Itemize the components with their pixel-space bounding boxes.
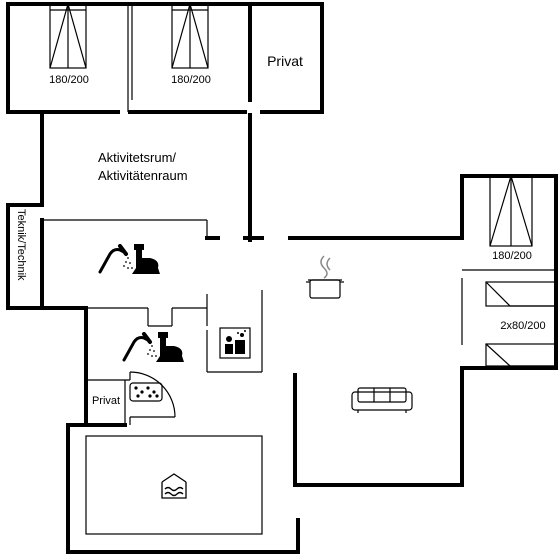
shower-icon-2	[122, 332, 157, 362]
privat-small-label: Privat	[92, 395, 120, 407]
spa-bath-icon	[129, 382, 163, 402]
bunk-bed-label: 2x80/200	[500, 320, 545, 332]
bed-2-label: 180/200	[171, 74, 211, 86]
bunk-bed-top	[485, 281, 557, 307]
bunk-bed-bottom	[485, 343, 557, 367]
pool	[85, 435, 263, 535]
bed-1-label: 180/200	[49, 74, 89, 86]
walls	[6, 2, 558, 554]
bed-3-label: 180/200	[492, 250, 532, 262]
sauna-icon	[219, 327, 251, 359]
cooking-pot-icon	[306, 255, 344, 299]
pool-icon	[161, 473, 187, 499]
bed-1	[49, 3, 87, 69]
toilet-icon	[132, 244, 160, 274]
bed-3	[489, 175, 533, 247]
activity-room-label-2: Aktivitätenraum	[98, 168, 188, 183]
toilet-icon-2	[156, 332, 184, 362]
shower-icon	[98, 244, 133, 274]
bed-2	[171, 3, 209, 69]
activity-room-label-1: Aktivitetsrum/	[98, 150, 176, 165]
technik-label: Teknik/Technik	[15, 209, 27, 281]
privat-top-label: Privat	[267, 53, 303, 69]
sofa-icon	[351, 387, 413, 413]
